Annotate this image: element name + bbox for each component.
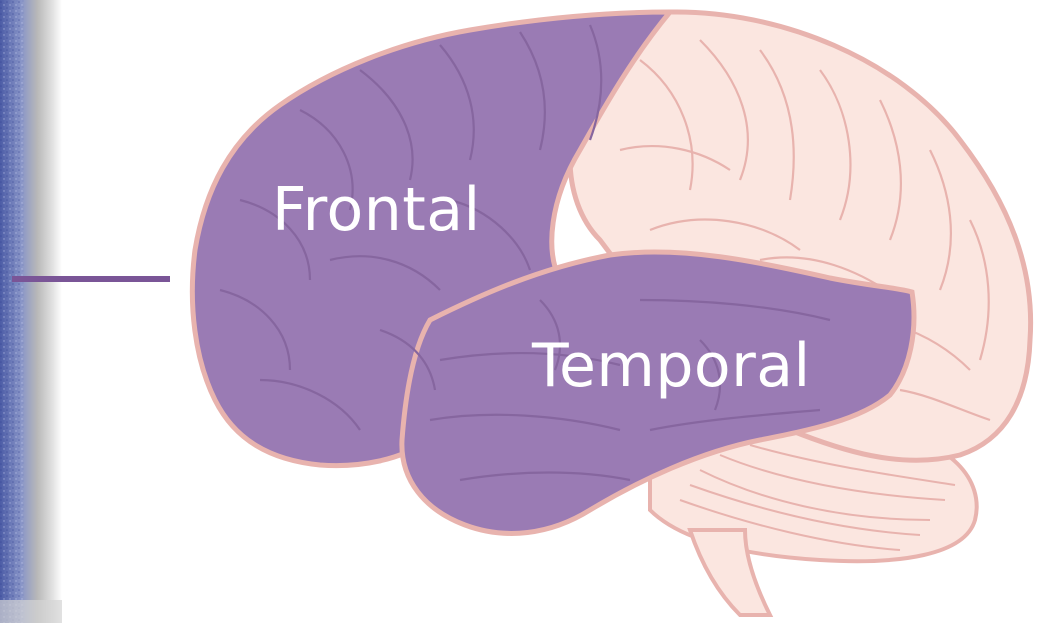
frontal-label: Frontal	[272, 180, 481, 240]
temporal-label: Temporal	[532, 336, 811, 396]
